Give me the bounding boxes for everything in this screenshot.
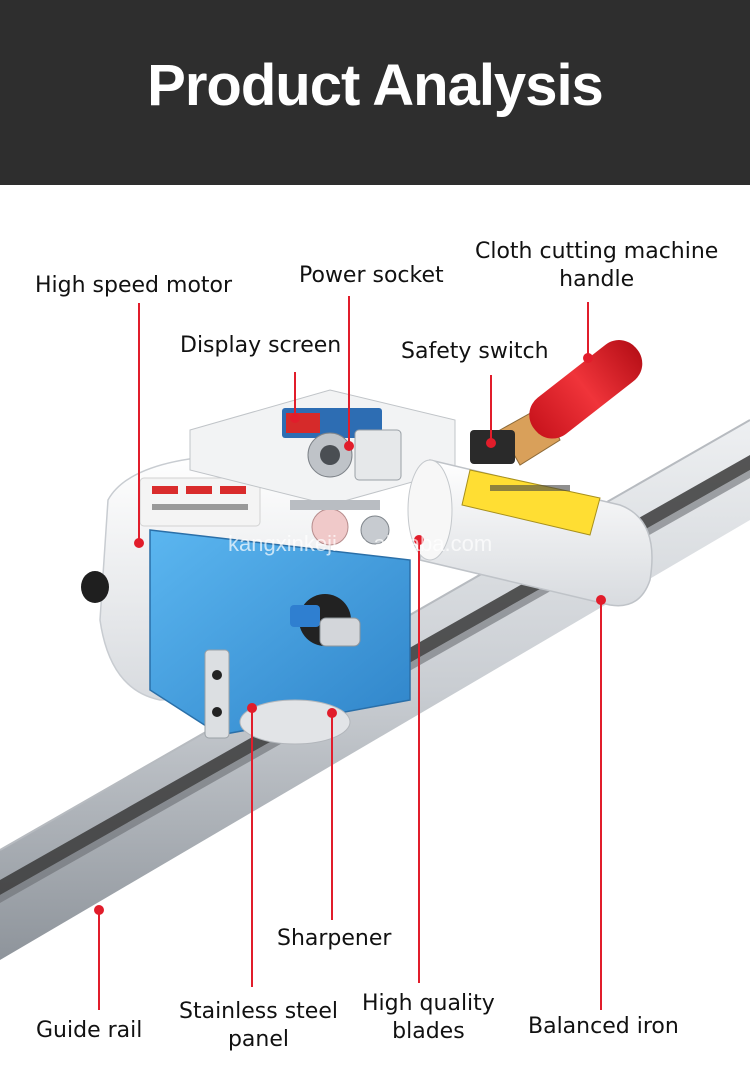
label-high-speed-motor: High speed motor [35,273,233,298]
label-guide-rail: Guide rail [36,1018,143,1043]
label-power-socket: Power socket [299,263,444,288]
label-handle: Cloth cutting machine handle [475,239,719,292]
label-safety-switch: Safety switch [401,339,549,364]
label-high-quality-blades: High quality blades [362,991,495,1044]
header-bar: Product Analysis [0,0,750,185]
label-stainless-steel-panel: Stainless steel panel [179,999,338,1052]
watermark-text: kangxinkeji.en.alibaba.com [228,531,493,556]
page-title: Product Analysis [147,53,604,118]
label-balanced-iron: Balanced iron [528,1014,679,1039]
label-display-screen: Display screen [180,333,342,358]
label-sharpener: Sharpener [277,926,392,951]
